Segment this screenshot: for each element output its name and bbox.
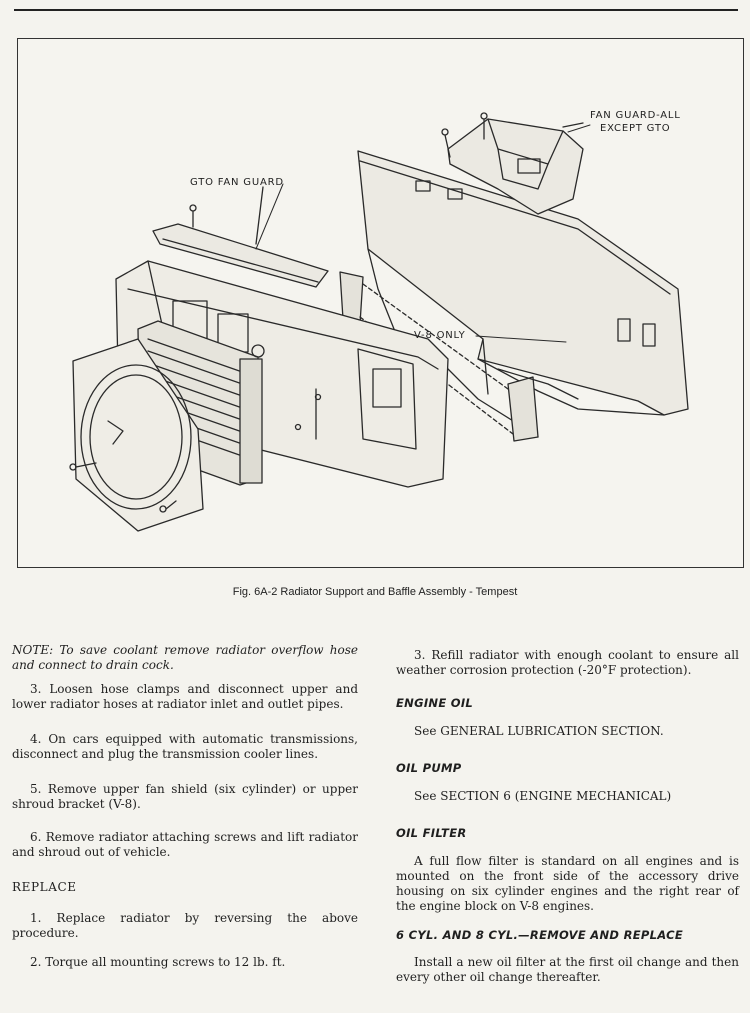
radiator-support-illustration: [69, 112, 689, 532]
oil-filter-heading: OIL FILTER: [396, 826, 467, 840]
step-6-paragraph: 6. Remove radiator attaching screws and …: [12, 830, 358, 859]
step-3-paragraph: 3. Loosen hose clamps and disconnect upp…: [12, 682, 358, 711]
callout-fan-guard-all: FAN GUARD-ALL EXCEPT GTO: [590, 109, 681, 135]
engine-oil-heading: ENGINE OIL: [396, 696, 474, 710]
callout-gto-fan-guard: GTO FAN GUARD: [190, 177, 284, 188]
v8-leader-line: [475, 335, 567, 343]
fan-guard-drawing: [441, 112, 584, 215]
baffle-assembly-drawing: [339, 150, 689, 442]
fan-shroud-drawing: [69, 338, 204, 532]
oil-pump-heading: OIL PUMP: [396, 761, 462, 775]
cyl-remove-replace-text: Install a new oil filter at the first oi…: [396, 955, 739, 984]
replace-heading: REPLACE: [12, 880, 77, 894]
engine-oil-text: See GENERAL LUBRICATION SECTION.: [414, 724, 664, 738]
fan-guard-leader-line: [567, 124, 591, 133]
left-column: NOTE: To save coolant remove radiator ov…: [12, 643, 358, 970]
figure-caption: Fig. 6A-2 Radiator Support and Baffle As…: [232, 586, 518, 598]
step-4-paragraph: 4. On cars equipped with automatic trans…: [12, 732, 358, 761]
gto-fan-guard-drawing: [152, 186, 329, 288]
top-rule: [14, 9, 738, 11]
oil-pump-text: See SECTION 6 (ENGINE MECHANICAL): [414, 789, 672, 803]
oil-filter-text: A full flow filter is standard on all en…: [396, 854, 739, 913]
gto-leader-line: [255, 183, 284, 250]
step-5-paragraph: 5. Remove upper fan shield (six cylinder…: [12, 782, 358, 811]
figure-radiator-support: FAN GUARD-ALL EXCEPT GTO GTO FAN GUARD V…: [17, 38, 744, 568]
note-paragraph: NOTE: To save coolant remove radiator ov…: [12, 643, 358, 672]
callout-v8-only: V-8 ONLY: [414, 330, 466, 341]
callout-fan-guard-line1: FAN GUARD-ALL: [590, 110, 681, 121]
refill-paragraph: 3. Refill radiator with enough coolant t…: [396, 648, 739, 677]
replace-1-paragraph: 1. Replace radiator by reversing the abo…: [12, 911, 358, 940]
replace-2-paragraph: 2. Torque all mounting screws to 12 lb. …: [30, 955, 286, 969]
cyl-remove-replace-heading: 6 CYL. AND 8 CYL.—REMOVE AND REPLACE: [396, 928, 683, 942]
right-column: 3. Refill radiator with enough coolant t…: [396, 648, 739, 985]
callout-fan-guard-line2: EXCEPT GTO: [600, 123, 671, 134]
